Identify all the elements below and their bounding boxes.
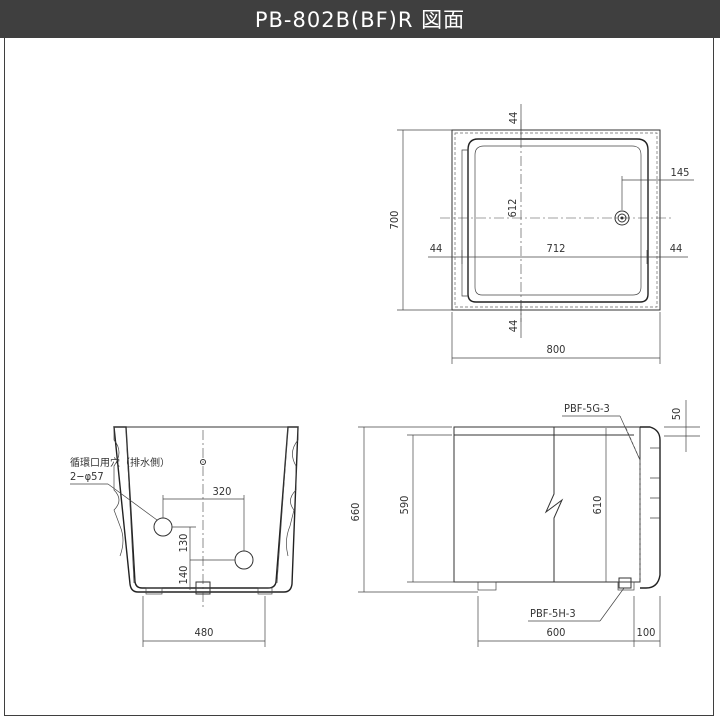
plan-dim-inner-width: 712 xyxy=(547,242,566,255)
plan-inner-basin-outer xyxy=(467,138,649,303)
plan-dim-depth: 700 xyxy=(388,211,401,230)
side-right-drain-fitting xyxy=(618,577,632,589)
side-left-outer-shell xyxy=(113,426,299,593)
side-left-circulation-hole-2 xyxy=(234,550,254,570)
side-right-label-top-part: PBF-5G-3 xyxy=(564,402,610,415)
plan-dim-right-rim: 44 xyxy=(670,242,683,255)
side-left-dim-height-130: 130 xyxy=(177,534,190,553)
side-left-dim-spacing: 320 xyxy=(213,485,232,498)
side-right-apron-profile xyxy=(640,426,661,589)
plan-inner-basin-inner xyxy=(474,145,642,296)
side-left-foot-right xyxy=(257,587,273,595)
plan-dim-bottom-rim: 44 xyxy=(507,320,520,333)
side-left-rim-profile-left xyxy=(113,427,124,557)
side-right-foot-right xyxy=(617,581,635,591)
drawing-frame xyxy=(4,38,714,716)
side-right-inner-dashed xyxy=(625,427,641,580)
side-left-rim-profile-right xyxy=(286,427,299,557)
plan-inner-step xyxy=(461,149,468,297)
side-right-body xyxy=(453,426,641,583)
plan-drain-icon xyxy=(614,210,630,226)
page-title: PB-802B(BF)R 図面 xyxy=(254,8,466,32)
plan-dim-drain-offset: 145 xyxy=(671,166,690,179)
side-left-circulation-hole-1 xyxy=(153,517,173,537)
side-left-note-line2: 2−φ57 xyxy=(70,470,104,483)
side-left-drain-marker xyxy=(200,459,206,465)
side-left-dim-height-140: 140 xyxy=(177,566,190,585)
side-right-dim-body-height: 590 xyxy=(398,496,411,515)
side-left-inner-wall xyxy=(125,426,289,584)
side-view-right: PBF-5G-3 PBF-5H-3 50 660 590 610 600 100 xyxy=(349,400,700,647)
side-right-break-line xyxy=(544,427,564,582)
side-right-dim-rim: 50 xyxy=(670,408,683,421)
side-right-dim-total-height: 660 xyxy=(349,503,362,522)
plan-view: 44 612 44 44 712 44 145 700 800 xyxy=(388,104,694,364)
plan-dim-inner-depth: 612 xyxy=(506,199,519,218)
side-right-dim-apron: 100 xyxy=(637,626,656,639)
plan-dim-width: 800 xyxy=(547,343,566,356)
plan-outer-outline xyxy=(451,129,661,311)
side-right-dim-body-width: 600 xyxy=(547,626,566,639)
plan-rim-dashed xyxy=(454,132,658,308)
side-view-left: 循環口用穴（排水側） 2−φ57 320 130 140 480 xyxy=(70,426,299,647)
side-left-foot-left xyxy=(145,587,163,595)
page-header: PB-802B(BF)R 図面 xyxy=(0,0,720,38)
side-left-dim-width: 480 xyxy=(195,626,214,639)
side-right-label-bottom-part: PBF-5H-3 xyxy=(530,607,576,620)
plan-dim-top-rim: 44 xyxy=(507,112,520,125)
side-right-dim-inner-height: 610 xyxy=(591,496,604,515)
side-right-apron-steps xyxy=(650,447,660,519)
plan-dim-left-rim: 44 xyxy=(430,242,443,255)
side-right-foot-left xyxy=(477,581,497,591)
side-left-note-line1: 循環口用穴（排水側） xyxy=(70,456,170,469)
side-left-drain-fitting xyxy=(195,581,211,595)
